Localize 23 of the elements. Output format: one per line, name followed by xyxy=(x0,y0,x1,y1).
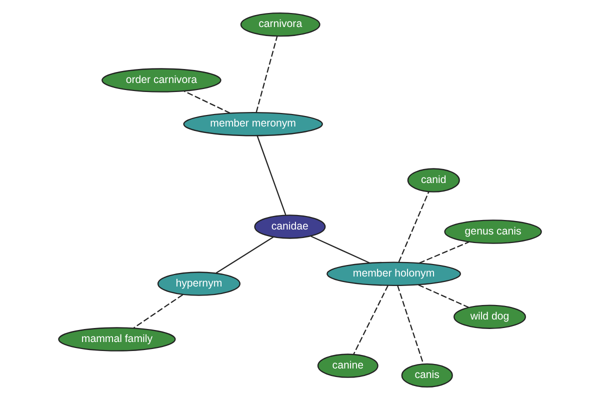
node-ellipse: genus canis xyxy=(444,220,542,244)
node-ellipse: member meronym xyxy=(183,112,323,136)
connector xyxy=(256,136,286,216)
node-ellipse: mammal family xyxy=(58,327,176,352)
connector xyxy=(419,241,470,264)
connector xyxy=(256,36,278,112)
node-ellipse: wild dog xyxy=(454,304,526,329)
node-ellipse: canidae xyxy=(254,214,326,239)
connector xyxy=(397,285,424,364)
node-ellipse: order carnivora xyxy=(102,68,222,92)
connector xyxy=(133,294,184,328)
node-ellipse: canine xyxy=(317,354,378,378)
connector xyxy=(184,90,230,114)
node-ellipse: canis xyxy=(401,363,453,388)
node-ellipse: canid xyxy=(407,168,460,192)
node-ellipse: hypernym xyxy=(157,272,240,296)
connector xyxy=(216,236,274,274)
node-ellipse: member holonym xyxy=(326,262,461,286)
connector xyxy=(418,284,469,308)
node-ellipse: carnivora xyxy=(240,12,320,37)
connector xyxy=(398,192,430,262)
connector xyxy=(353,285,388,354)
connector xyxy=(310,236,370,264)
